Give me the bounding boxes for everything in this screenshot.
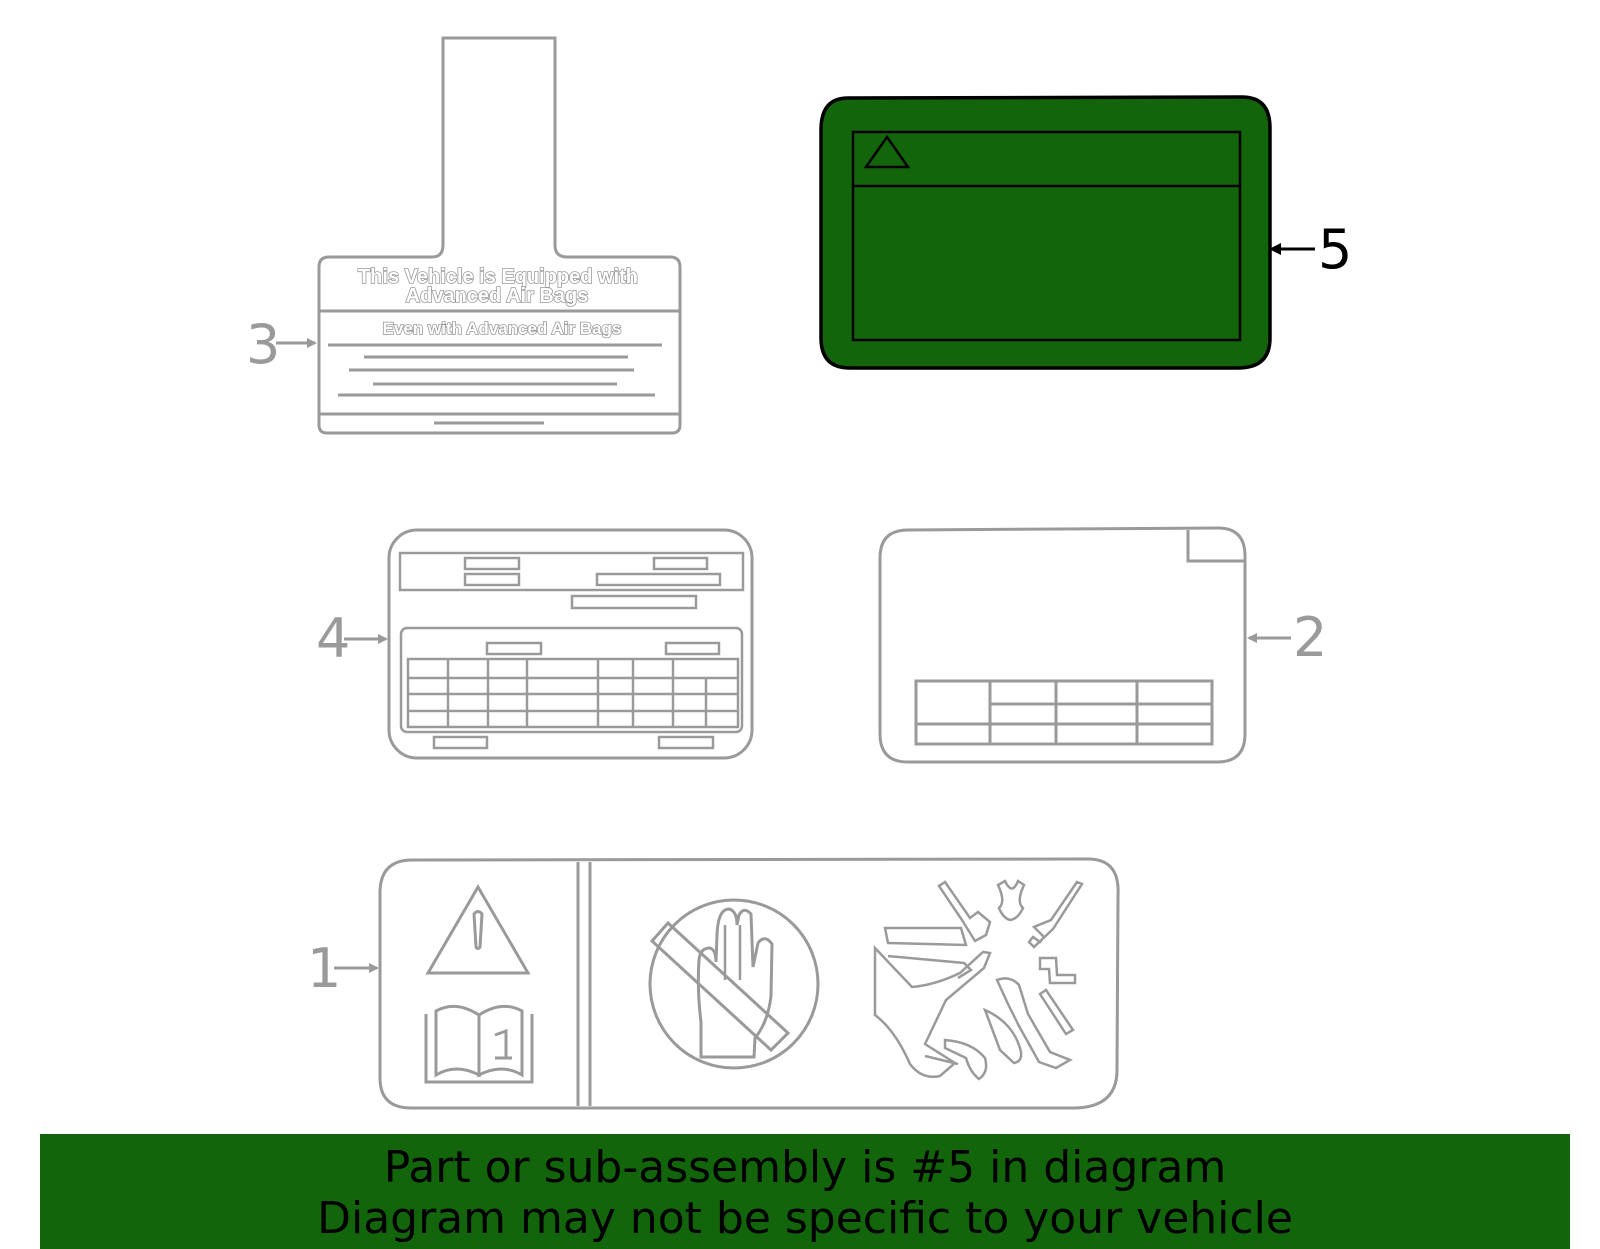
part-4-spec-label[interactable] bbox=[387, 528, 754, 760]
callout-1: 1 bbox=[307, 937, 379, 1000]
banner-line-1: Part or sub-assembly is #5 in diagram bbox=[383, 1142, 1227, 1193]
callout-2-number: 2 bbox=[1293, 606, 1327, 669]
airbag-deploy-icon bbox=[873, 879, 1084, 1081]
part-5-warning-label[interactable] bbox=[819, 95, 1272, 370]
part-2-table-label[interactable] bbox=[878, 526, 1247, 764]
callout-4: 4 bbox=[316, 607, 388, 670]
part-1-pictogram-label[interactable] bbox=[378, 857, 1120, 1110]
part-3-airbag-label[interactable]: This Vehicle is Equipped with Advanced A… bbox=[317, 36, 682, 435]
label-3-line-1: This Vehicle is Equipped with bbox=[358, 266, 638, 288]
callout-3: 3 bbox=[246, 313, 317, 376]
warning-triangle-icon bbox=[425, 884, 531, 975]
label-3-line-2: Advanced Air Bags bbox=[406, 285, 589, 307]
label-3-line-3: Even with Advanced Air Bags bbox=[383, 319, 622, 338]
callout-2: 2 bbox=[1247, 606, 1327, 669]
no-hand-icon bbox=[648, 898, 820, 1070]
banner-line-2: Diagram may not be specific to your vehi… bbox=[317, 1193, 1293, 1244]
owners-manual-icon bbox=[424, 1004, 534, 1084]
callout-5-number: 5 bbox=[1318, 218, 1352, 281]
info-banner: Part or sub-assembly is #5 in diagram Di… bbox=[40, 1134, 1570, 1249]
callout-3-number: 3 bbox=[246, 313, 280, 376]
warning-triangle-icon bbox=[863, 134, 911, 169]
callout-5: 5 bbox=[1269, 218, 1352, 281]
